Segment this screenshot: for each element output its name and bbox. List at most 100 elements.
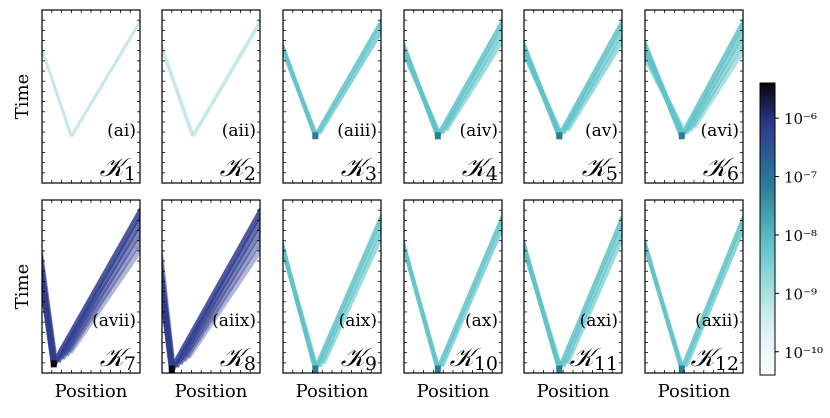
heatmap-panel	[644, 9, 744, 184]
wave-streak	[67, 244, 140, 355]
kernel-label: 𝒦4	[462, 153, 498, 185]
kernel-index: 11	[594, 353, 618, 375]
wave-streak	[162, 249, 175, 358]
wave-streak	[435, 17, 502, 138]
colorbar-gradient	[759, 82, 776, 376]
panel-label: (aii)	[222, 121, 256, 141]
wave-streak	[565, 232, 622, 365]
heatmap-panel	[644, 199, 744, 374]
wave-streak	[561, 222, 622, 368]
panel-background	[404, 10, 502, 183]
panel-label: (avii)	[92, 311, 136, 331]
heatmap-panel	[403, 199, 503, 374]
heatmap-panel	[161, 9, 261, 184]
wave-streak	[162, 42, 195, 137]
panel-streaks	[42, 18, 140, 138]
wave-streak	[439, 27, 502, 135]
panel-streaks	[283, 212, 381, 373]
x-axis-label: Position	[175, 381, 248, 402]
wave-streak	[42, 251, 57, 359]
source-spot	[312, 132, 319, 140]
wave-streak	[565, 36, 622, 132]
kernel-index: 8	[244, 353, 256, 375]
source-spot	[50, 360, 57, 368]
colorbar-tick-label: 10⁻⁹	[784, 285, 817, 303]
colorbar-tick-label: 10⁻⁶	[784, 110, 817, 128]
panel-label: (aiii)	[337, 121, 377, 141]
source-spot	[434, 365, 441, 373]
wave-streak	[283, 44, 318, 135]
panel-label: (avi)	[701, 121, 739, 141]
kernel-index: 5	[606, 163, 618, 185]
x-axis-label: Position	[55, 381, 128, 402]
panel-streaks	[404, 17, 502, 140]
heatmap-panel	[523, 199, 623, 374]
panel-label: (aiv)	[460, 121, 498, 141]
wave-streak	[435, 212, 502, 371]
heatmap-panel	[41, 9, 141, 184]
panel-background	[42, 200, 140, 373]
kernel-index: 2	[244, 163, 256, 185]
source-spot	[556, 365, 563, 373]
kernel-index: 1	[124, 163, 136, 185]
wave-streak	[691, 45, 743, 129]
x-axis-label: Position	[537, 381, 610, 402]
panel-streaks	[162, 206, 260, 373]
wave-streak	[439, 222, 502, 368]
source-spot	[434, 132, 441, 140]
panel-streaks	[524, 213, 622, 373]
panel-background	[283, 10, 381, 183]
heatmap-panel	[282, 199, 382, 374]
panel-label: (ai)	[107, 121, 136, 141]
source-spot	[678, 365, 685, 373]
wave-streak	[404, 47, 440, 132]
panel-streaks	[404, 212, 502, 373]
panel-label: (axii)	[695, 311, 739, 331]
wave-streak	[404, 240, 440, 368]
panel-background	[645, 10, 743, 183]
wave-streak	[679, 213, 743, 371]
wave-streak	[524, 47, 562, 132]
panel-streaks	[162, 18, 260, 138]
panel-background	[162, 200, 260, 373]
kernel-index: 7	[124, 353, 136, 375]
panel-background	[162, 10, 260, 183]
y-axis-label: Time	[12, 264, 33, 309]
heatmap-panel	[403, 9, 503, 184]
kernel-index: 4	[486, 163, 498, 185]
wave-streak	[321, 231, 381, 365]
colorbar-ticks: 10⁻⁶ 10⁻⁷ 10⁻⁸ 10⁻⁹ 10⁻¹⁰	[775, 110, 823, 362]
wave-streak	[42, 247, 57, 356]
wave-streak	[162, 255, 175, 364]
panel-label: (axi)	[580, 311, 618, 331]
wave-streak	[313, 17, 381, 138]
wave-streak	[317, 27, 381, 135]
colorbar-tick-label: 10⁻⁷	[784, 169, 817, 187]
wave-streak	[645, 238, 684, 368]
heatmap-panel	[161, 199, 261, 374]
colorbar-tick-label: 10⁻¹⁰	[784, 344, 823, 362]
panel-streaks	[283, 17, 381, 140]
kernel-index: 10	[474, 353, 498, 375]
wave-streak	[162, 249, 175, 361]
panel-streaks	[524, 17, 622, 140]
panel-label: (av)	[585, 121, 618, 141]
wave-streak	[313, 212, 381, 371]
heatmap-panel	[41, 199, 141, 374]
heatmap-panel	[282, 9, 382, 184]
panel-streaks	[42, 206, 140, 368]
heatmap-panel	[523, 9, 623, 184]
wave-streak	[59, 225, 140, 360]
panel-background	[524, 10, 622, 183]
source-spot	[678, 132, 685, 140]
source-spot	[556, 132, 563, 140]
wave-streak	[177, 225, 260, 366]
source-spot	[312, 365, 319, 373]
kernel-index: 3	[365, 163, 377, 185]
wave-streak	[524, 241, 562, 365]
x-axis-label: Position	[296, 381, 369, 402]
wave-streak	[70, 18, 140, 138]
wave-streak	[645, 46, 685, 132]
kernel-index: 12	[715, 353, 739, 375]
colorbar-tick-label: 10⁻⁸	[784, 227, 817, 245]
